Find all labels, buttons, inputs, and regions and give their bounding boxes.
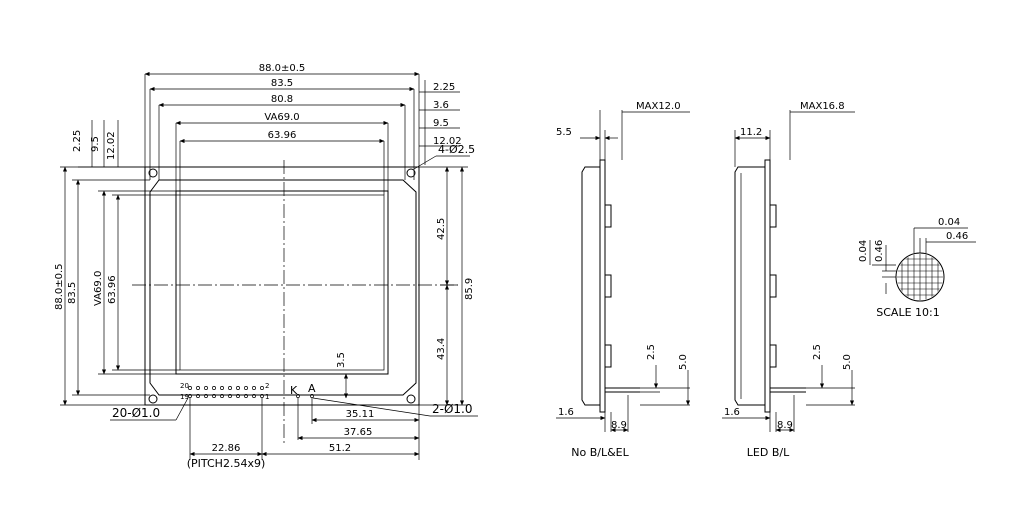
dot-dim-2: 0.04: [858, 240, 869, 262]
dim-right-top-0: 2.25: [433, 82, 455, 93]
side2-caption: LED B/L: [747, 446, 790, 459]
dim-bottom-2: 22.86: [212, 443, 241, 454]
viewing-area-outer: [175, 190, 389, 375]
side1-top-dim: 5.5: [556, 127, 572, 138]
dot-scale: SCALE 10:1: [876, 306, 939, 319]
dim-right-top-3: 12.02: [433, 136, 462, 147]
mounting-hole-callout: 4-Ø2.5: [438, 143, 475, 156]
dim-left-1: 83.5: [67, 282, 78, 304]
dim-left-top-1: 9.5: [90, 136, 101, 152]
dim-right-0: 42.5: [436, 218, 447, 240]
mounting-hole-br: [406, 394, 416, 404]
dot-dim-1: 0.46: [946, 231, 968, 242]
side2-pin-dim-1: 5.0: [842, 354, 853, 370]
pin-label-2: 2: [265, 382, 269, 390]
led-label-k: K: [290, 384, 298, 397]
dim-bottom-0: 35.11: [346, 409, 375, 420]
bezel-outline: [149, 179, 417, 396]
pin-label-20: 20: [180, 382, 189, 390]
dim-bottom-1: 37.65: [344, 427, 373, 438]
dim-bottom-3: 51.2: [329, 443, 351, 454]
side2-bottom-dim-0: 1.6: [724, 407, 740, 418]
mounting-hole-tr: [406, 168, 416, 178]
side2-pin-dim-0: 2.5: [812, 344, 823, 360]
led-label-a: A: [308, 382, 316, 395]
dim-left-3: 63.96: [107, 275, 118, 304]
dim-inner-3-5: 3.5: [336, 352, 347, 368]
mounting-hole-tl: [148, 168, 158, 178]
dim-left-2: VA69.0: [93, 271, 104, 306]
dim-top-4: 63.96: [268, 130, 297, 141]
pin-label-1: 1: [265, 393, 269, 401]
side1-caption: No B/L&EL: [571, 446, 629, 459]
side-view-no-backlight: MAX12.0 5.5 2.5 5.0 1.6 8.9 No B/L&EL: [556, 101, 691, 459]
side1-max: MAX12.0: [636, 101, 681, 112]
dim-top-1: 83.5: [271, 78, 293, 89]
side1-bottom-dim-0: 1.6: [558, 407, 574, 418]
led-hole-callout: 2-Ø1.0: [432, 402, 473, 416]
side1-body: [581, 166, 601, 406]
side1-bottom-dim-1: 8.9: [611, 420, 627, 431]
dim-left-0: 88.0±0.5: [54, 263, 65, 310]
dot-detail: 0.04 0.46 0.04 0.46 SCALE 10:1: [858, 217, 976, 319]
dim-right-1: 85.9: [464, 278, 475, 300]
side1-pin-dim-1: 5.0: [678, 354, 689, 370]
dim-top-3: VA69.0: [264, 112, 299, 123]
side1-pin-dim-0: 2.5: [646, 344, 657, 360]
dim-left-top-2: 12.02: [106, 131, 117, 160]
pitch-note: (PITCH2.54x9): [187, 457, 266, 470]
dot-dim-3: 0.46: [874, 240, 885, 262]
side2-bottom-dim-1: 8.9: [777, 420, 793, 431]
dim-left-top-0: 2.25: [72, 130, 83, 152]
pin-hole-callout: 20-Ø1.0: [112, 406, 160, 420]
side-view-led-backlight: MAX16.8 11.2 2.5 5.0 1.6 8.9 LED B/L: [722, 101, 855, 459]
mounting-hole-bl: [148, 394, 158, 404]
dim-right-top-2: 9.5: [433, 118, 449, 129]
side2-body: [734, 166, 766, 406]
dim-right-2: 43.4: [436, 338, 447, 360]
viewing-area-inner: [179, 194, 385, 371]
dim-right-top-1: 3.6: [433, 100, 449, 111]
dot-dim-0: 0.04: [938, 217, 960, 228]
front-view: 88.0±0.5 83.5 80.8 VA69.0 63.96 2.25 3.6…: [54, 63, 478, 470]
side2-max: MAX16.8: [800, 101, 845, 112]
dim-top-0: 88.0±0.5: [259, 63, 306, 74]
side2-top-dim: 11.2: [740, 127, 762, 138]
connector-pins: [188, 386, 264, 398]
dim-top-2: 80.8: [271, 94, 293, 105]
pcb-outline: [144, 166, 420, 406]
pin-label-19: 19: [180, 393, 189, 401]
